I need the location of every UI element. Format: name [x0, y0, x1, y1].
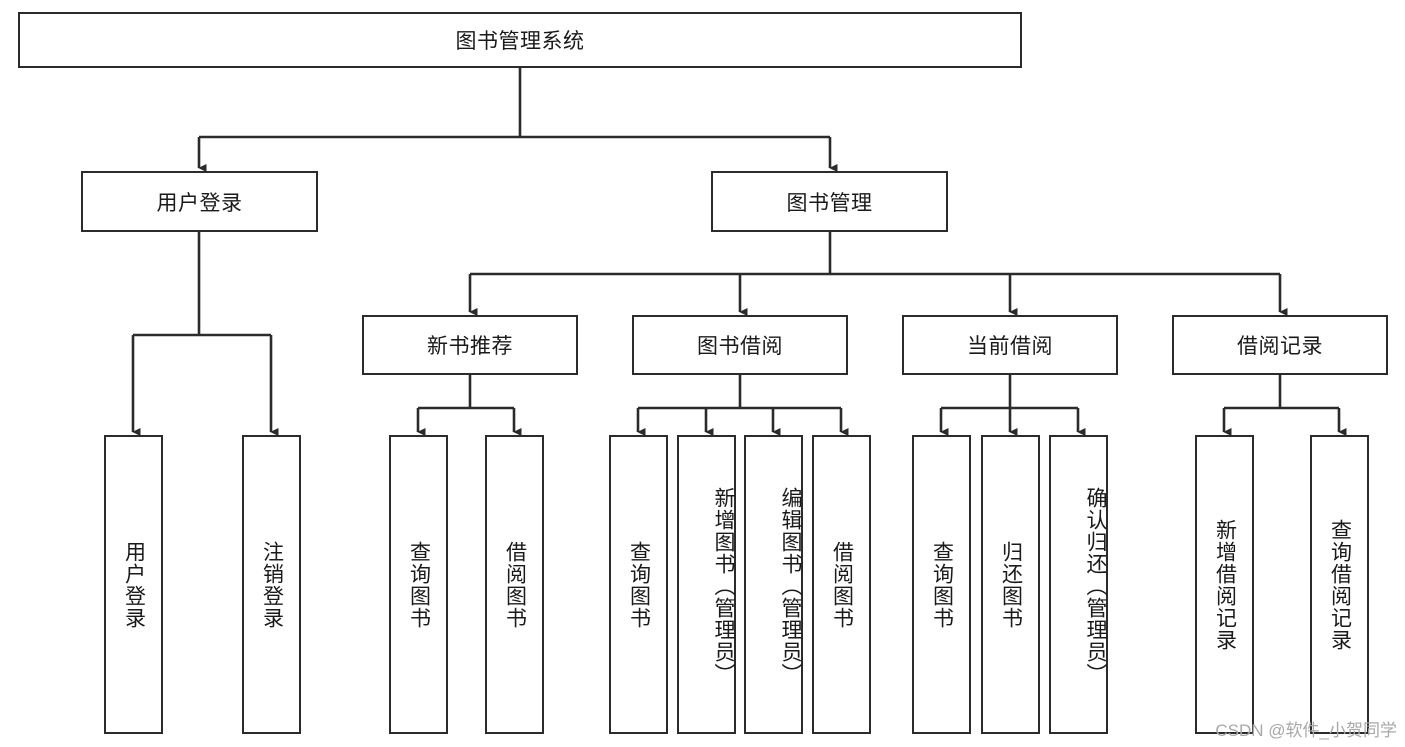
node-user-login[interactable]: 用户登录: [81, 171, 318, 232]
leaf-borrow-book-2-label: 借阅图书: [830, 540, 854, 629]
leaf-logout[interactable]: 注销登录: [242, 435, 301, 734]
leaf-return-book[interactable]: 归还图书: [981, 435, 1040, 734]
node-book-management-label: 图书管理: [786, 191, 873, 215]
node-borrow-record-label: 借阅记录: [1237, 335, 1323, 358]
node-user-login-label: 用户登录: [156, 191, 243, 215]
leaf-borrow-book-1[interactable]: 借阅图书: [485, 435, 544, 734]
node-book-borrow-label: 图书借阅: [697, 335, 783, 358]
node-book-management[interactable]: 图书管理: [711, 171, 948, 232]
leaf-borrow-book-1-label: 借阅图书: [503, 540, 527, 629]
leaf-confirm-return[interactable]: 确认归还（管理员）: [1049, 435, 1108, 734]
leaf-user-login[interactable]: 用户登录: [104, 435, 163, 734]
watermark: CSDN @软件_小贺同学: [1215, 721, 1397, 740]
leaf-query-book-1[interactable]: 查询图书: [389, 435, 448, 734]
leaf-add-book-label: 新增图书（管理员）: [712, 486, 735, 685]
leaf-query-book-3-label: 查询图书: [930, 540, 954, 629]
node-new-book-recommend-label: 新书推荐: [427, 335, 513, 358]
leaf-logout-label: 注销登录: [260, 540, 284, 629]
node-borrow-record[interactable]: 借阅记录: [1172, 315, 1388, 375]
leaf-query-book-1-label: 查询图书: [407, 540, 431, 629]
leaf-edit-book[interactable]: 编辑图书（管理员）: [744, 435, 803, 734]
node-new-book-recommend[interactable]: 新书推荐: [362, 315, 578, 375]
node-root-label: 图书管理系统: [455, 30, 585, 53]
leaf-add-record[interactable]: 新增借阅记录: [1195, 435, 1254, 734]
node-current-borrow[interactable]: 当前借阅: [902, 315, 1118, 375]
leaf-confirm-return-label: 确认归还（管理员）: [1084, 486, 1107, 685]
node-root[interactable]: 图书管理系统: [18, 12, 1022, 68]
leaf-borrow-book-2[interactable]: 借阅图书: [812, 435, 871, 734]
leaf-query-record-label: 查询借阅记录: [1328, 518, 1352, 651]
leaf-query-record[interactable]: 查询借阅记录: [1310, 435, 1369, 734]
leaf-query-book-2[interactable]: 查询图书: [609, 435, 668, 734]
leaf-query-book-3[interactable]: 查询图书: [912, 435, 971, 734]
leaf-edit-book-label: 编辑图书（管理员）: [779, 486, 802, 685]
leaf-user-login-label: 用户登录: [122, 540, 146, 629]
node-book-borrow[interactable]: 图书借阅: [632, 315, 848, 375]
leaf-add-record-label: 新增借阅记录: [1213, 518, 1237, 651]
leaf-return-book-label: 归还图书: [999, 540, 1023, 629]
leaf-query-book-2-label: 查询图书: [627, 540, 651, 629]
leaf-add-book[interactable]: 新增图书（管理员）: [677, 435, 736, 734]
node-current-borrow-label: 当前借阅: [967, 335, 1053, 358]
